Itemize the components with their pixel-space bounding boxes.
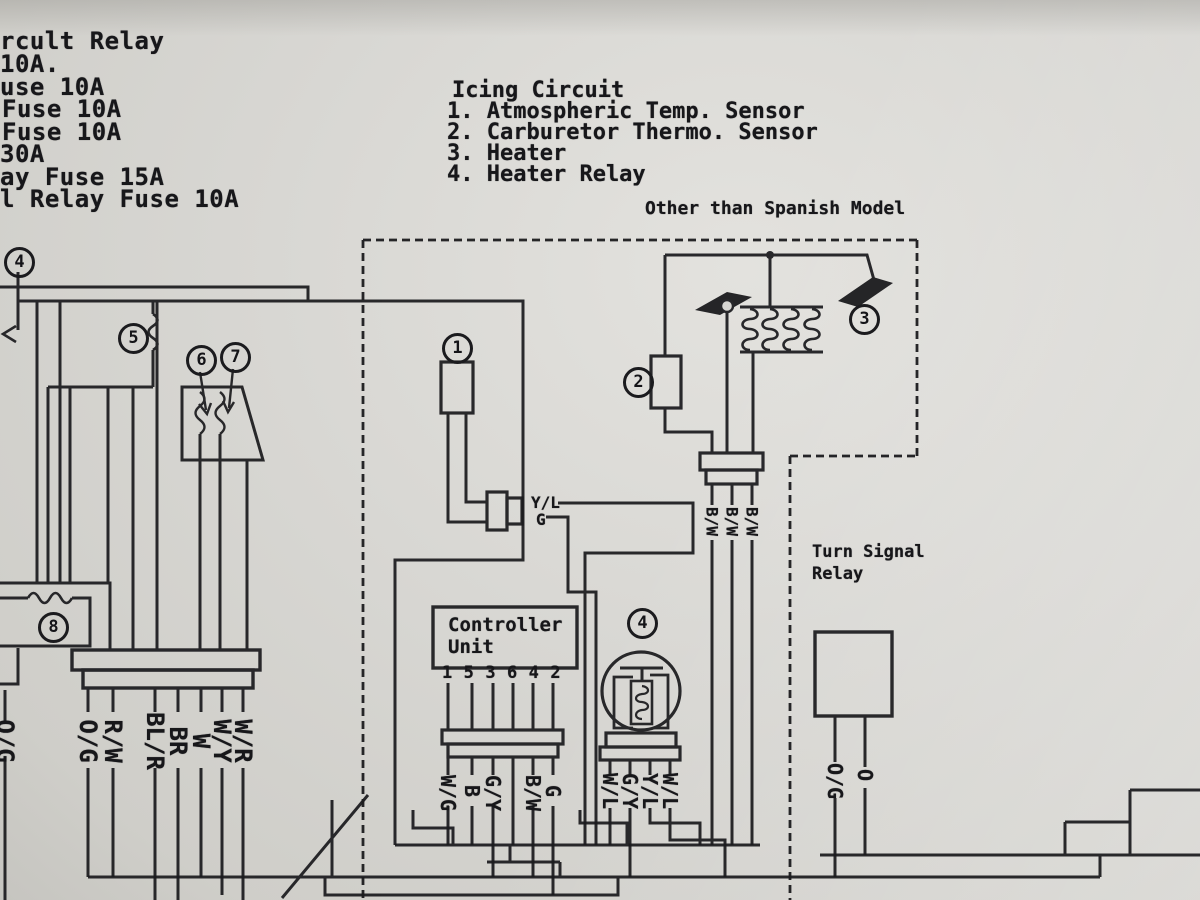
wire-label: B/W <box>722 507 742 536</box>
callout-8: 8 <box>38 612 69 643</box>
callout-7: 7 <box>220 342 251 373</box>
variant-note: Other than Spanish Model <box>645 198 906 219</box>
wire-label: R/W <box>99 719 127 763</box>
wire-label: W/G <box>436 774 460 812</box>
wire-label: O/G <box>74 719 102 763</box>
left-junction-linework <box>0 272 525 900</box>
fuse-list-line: 10A. <box>0 50 60 78</box>
wire-label: G <box>541 784 565 798</box>
wire-label: W/L <box>658 772 682 810</box>
fuse-list-line: Fuse 10A <box>2 95 122 123</box>
controller-unit-label: Controller <box>448 614 563 636</box>
fuse-list-line: ay Fuse 15A <box>0 163 165 191</box>
fuse-list-line: use 10A <box>0 73 105 101</box>
wire-label-sensor-top: Y/L <box>531 493 560 512</box>
controller-unit-label: Unit <box>448 636 494 658</box>
legend-item: 1. Atmospheric Temp. Sensor <box>447 99 805 124</box>
dashed-variant-box <box>361 238 919 900</box>
icing-circuit-linework <box>431 251 894 895</box>
wire-label: O <box>853 768 877 782</box>
callout-6: 6 <box>186 345 217 376</box>
legend-item: 2. Carburetor Thermo. Sensor <box>447 120 818 145</box>
callout-4-left: 4 <box>4 247 35 278</box>
callout-2: 2 <box>623 367 654 398</box>
callout-5: 5 <box>118 323 149 354</box>
fuse-list-line: rcult Relay <box>0 27 165 55</box>
legend-item: 4. Heater Relay <box>447 162 646 187</box>
legend-item: 3. Heater <box>447 141 567 166</box>
controller-pin-numbers: 1 5 3 6 4 2 <box>442 663 562 683</box>
bottom-harness-linework <box>88 788 1200 899</box>
wire-label: B/W <box>742 507 762 536</box>
fuse-list-line: l Relay Fuse 10A <box>0 185 240 213</box>
wire-label-left-edge: O/G <box>0 719 19 763</box>
turn-signal-relay-label: Turn Signal <box>812 542 925 562</box>
wire-label: B/W <box>702 507 722 536</box>
fuse-list-line: Fuse 10A <box>2 118 122 146</box>
turn-signal-relay-label: Relay <box>812 564 864 584</box>
wire-label: W/R <box>229 719 257 763</box>
fuse-list-line: 30A <box>0 140 45 168</box>
callout-3: 3 <box>849 304 880 335</box>
wire-label: G/Y <box>481 774 505 812</box>
wire-label: O/G <box>823 762 847 800</box>
callout-4-circuit: 4 <box>627 608 658 639</box>
wire-label-sensor-bottom: G <box>536 510 546 529</box>
legend-title: Icing Circuit <box>452 78 625 103</box>
callout-1: 1 <box>442 333 473 364</box>
